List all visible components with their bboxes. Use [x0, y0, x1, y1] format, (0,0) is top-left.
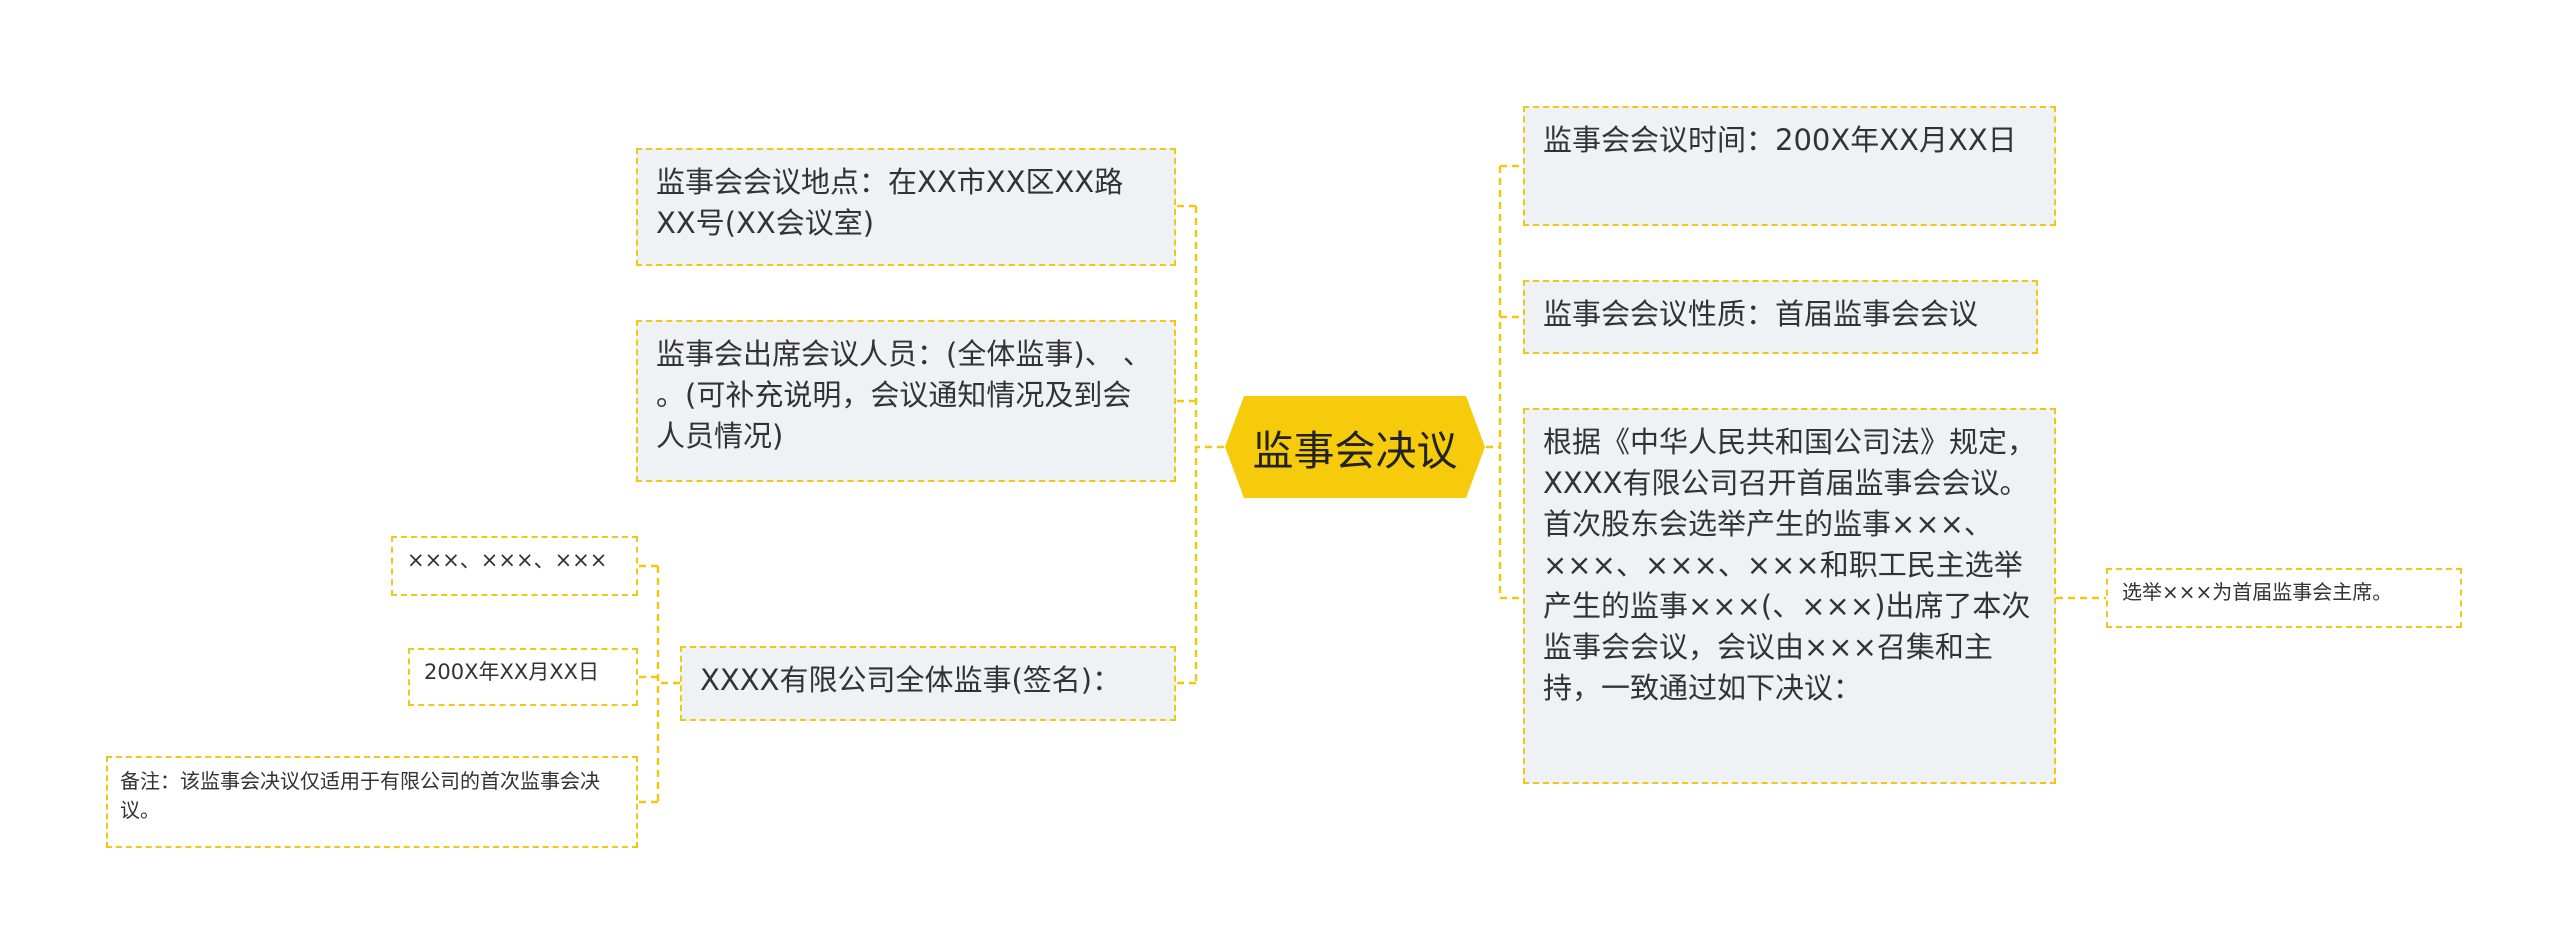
subtopic-chairman-election[interactable]: 选举×××为首届监事会主席。: [2106, 568, 2462, 628]
topic-resolution-basis-text: 根据《中华人民共和国公司法》规定，XXXX有限公司召开首届监事会会议。首次股东会…: [1543, 425, 2037, 705]
topic-meeting-time-text: 监事会会议时间：200X年XX月XX日: [1543, 123, 2017, 157]
topic-meeting-attendees-text: 监事会出席会议人员：(全体监事)、 、 。(可补充说明，会议通知情况及到会人员情…: [656, 337, 1152, 453]
topic-meeting-location[interactable]: 监事会会议地点：在XX市XX区XX路XX号(XX会议室): [636, 148, 1176, 266]
subtopic-signatory-names[interactable]: ×××、×××、×××: [391, 536, 638, 596]
subtopic-signing-date-text: 200X年XX月XX日: [424, 660, 600, 684]
topic-supervisors-signature[interactable]: XXXX有限公司全体监事(签名)：: [680, 646, 1176, 721]
central-topic-label: 监事会决议: [1252, 427, 1458, 475]
subtopic-remark-note[interactable]: 备注：该监事会决议仅适用于有限公司的首次监事会决议。: [106, 756, 638, 848]
subtopic-remark-note-text: 备注：该监事会决议仅适用于有限公司的首次监事会决议。: [120, 769, 600, 822]
topic-resolution-basis[interactable]: 根据《中华人民共和国公司法》规定，XXXX有限公司召开首届监事会会议。首次股东会…: [1523, 408, 2056, 784]
subtopic-signing-date[interactable]: 200X年XX月XX日: [408, 648, 638, 706]
topic-supervisors-signature-text: XXXX有限公司全体监事(签名)：: [700, 663, 1122, 697]
subtopic-signatory-names-text: ×××、×××、×××: [407, 548, 608, 572]
topic-meeting-attendees[interactable]: 监事会出席会议人员：(全体监事)、 、 。(可补充说明，会议通知情况及到会人员情…: [636, 320, 1176, 482]
central-topic[interactable]: 监事会决议: [1224, 395, 1486, 499]
subtopic-chairman-election-text: 选举×××为首届监事会主席。: [2122, 580, 2393, 604]
topic-meeting-nature-text: 监事会会议性质：首届监事会会议: [1543, 297, 1979, 331]
topic-meeting-nature[interactable]: 监事会会议性质：首届监事会会议: [1523, 280, 2038, 354]
central-topic-shape: [1225, 396, 1485, 498]
topic-meeting-location-text: 监事会会议地点：在XX市XX区XX路XX号(XX会议室): [656, 165, 1124, 240]
topic-meeting-time[interactable]: 监事会会议时间：200X年XX月XX日: [1523, 106, 2056, 226]
